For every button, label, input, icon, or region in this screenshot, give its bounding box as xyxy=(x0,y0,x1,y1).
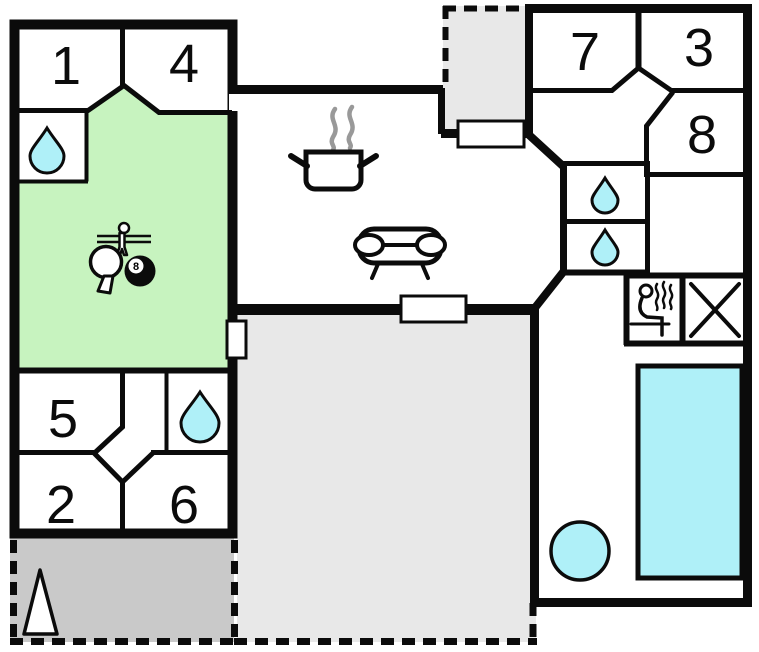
sauna-icon xyxy=(629,280,674,337)
water-drop-icons xyxy=(28,125,620,444)
sauna-steam xyxy=(654,280,674,312)
water-drop-icon xyxy=(590,175,620,215)
eight-ball-label: 8 xyxy=(133,261,139,273)
sofa-legs xyxy=(370,262,430,280)
foosball-player-icon xyxy=(97,221,151,257)
walls-sauna-row xyxy=(623,272,748,347)
water-drop-icon xyxy=(28,125,66,175)
hot-tub xyxy=(549,520,611,582)
wall-room8 xyxy=(644,90,748,177)
steam-icon xyxy=(329,106,338,153)
living-room-walls xyxy=(229,4,568,602)
foosball-player-head xyxy=(117,221,131,235)
wall-rooms-1-4-bottom xyxy=(13,82,232,115)
steam-icon xyxy=(346,104,355,151)
porch-door xyxy=(456,119,526,149)
room-label-8: 8 xyxy=(687,105,717,165)
crossed-out-room-icon xyxy=(689,282,741,338)
room-label-1: 1 xyxy=(51,36,81,96)
table-tennis-paddle-icon xyxy=(88,244,124,295)
porch-floor xyxy=(443,6,530,134)
paddle-handle xyxy=(96,274,115,295)
diagonal-wall-upper xyxy=(525,131,567,170)
sofa-icon xyxy=(353,226,447,280)
billiard-8-ball-icon: 8 xyxy=(124,255,156,287)
wall-opening xyxy=(229,92,243,111)
room-label-3: 3 xyxy=(684,18,714,78)
water-drop-icon xyxy=(179,389,221,444)
left-wing-walls xyxy=(9,19,243,539)
room-label-7: 7 xyxy=(570,22,600,82)
eight-ball-circle xyxy=(128,258,144,274)
paddle-face xyxy=(88,244,124,280)
room-label-2: 2 xyxy=(46,475,76,535)
water-drop-icon xyxy=(590,227,620,267)
sofa-armrest xyxy=(415,233,447,257)
room-label-5: 5 xyxy=(48,389,78,449)
pot-body xyxy=(303,149,364,192)
room-labels: 1 4 7 3 8 5 2 6 xyxy=(46,18,717,535)
sauna-person-head xyxy=(638,283,654,299)
sofa-armrest xyxy=(353,233,385,257)
pot-handles xyxy=(288,153,379,169)
wall-rooms-7-3-bottom xyxy=(533,64,748,94)
diagonal-wall-lower xyxy=(530,268,568,312)
swimming-pool xyxy=(635,363,745,581)
walls-rooms-5-2-6 xyxy=(13,370,233,537)
walls-shower-boxes xyxy=(560,161,650,272)
room-label-4: 4 xyxy=(169,34,199,94)
terrace-door xyxy=(399,294,468,324)
game-room-terrace-door xyxy=(225,319,248,360)
dashed-boundaries xyxy=(10,5,537,645)
sauna-person-body xyxy=(638,296,664,337)
wall-bathroom-1 xyxy=(13,113,89,184)
room-label-6: 6 xyxy=(169,475,199,535)
right-wing-walls xyxy=(529,4,752,607)
cooking-pot-icon xyxy=(288,104,379,192)
conifer-tree-icon xyxy=(22,568,59,636)
game-room-icons: 8 xyxy=(88,221,156,295)
center-terrace-floor xyxy=(237,310,536,642)
